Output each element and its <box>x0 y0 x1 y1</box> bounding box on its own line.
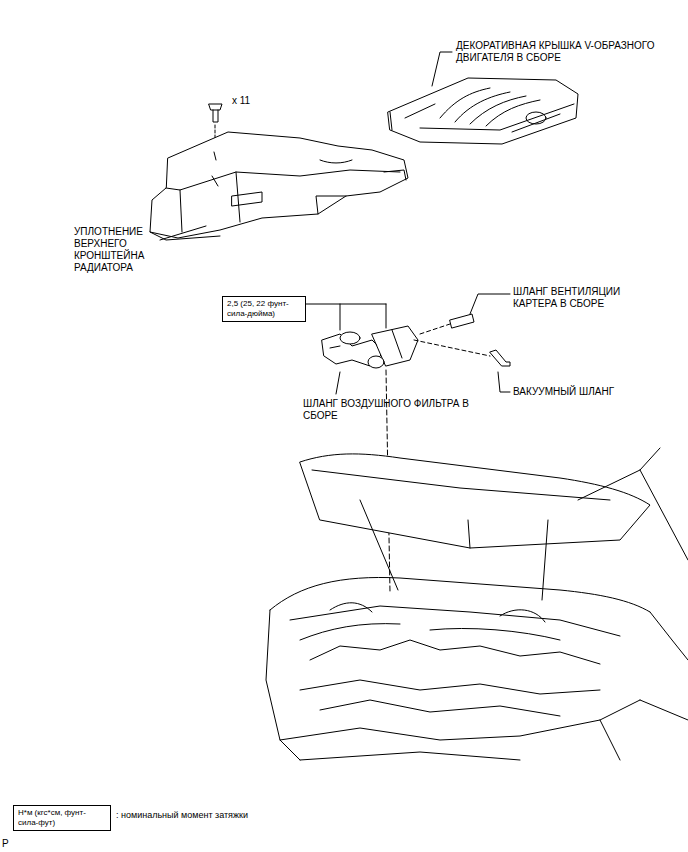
page-mark: P <box>2 838 22 850</box>
quantity-label: x 11 <box>232 95 272 107</box>
torque-box: Н*м (кгс*см, фунт- сила-фут) <box>13 805 111 831</box>
leader-line <box>498 372 510 392</box>
legend-row: : номинальный момент затяжки <box>116 810 248 821</box>
part-name: УПЛОТНЕНИЕ ВЕРХНЕГО КРОНШТЕЙНА РАДИАТОРА <box>74 226 158 274</box>
leader-line <box>432 52 452 86</box>
part-name: ШЛАНГ ВОЗДУШНОГО ФИЛЬТРА В СБОРЕ <box>303 398 477 422</box>
part-name: ДЕКОРАТИВНАЯ КРЫШКА V-ОБРАЗНОГО ДВИГАТЕЛ… <box>456 40 670 64</box>
part-name: ШЛАНГ ВЕНТИЛЯЦИИ КАРТЕРА В СБОРЕ <box>513 286 643 310</box>
leader-line <box>306 304 386 330</box>
air-cleaner-hose <box>322 326 418 368</box>
vehicle <box>266 448 688 760</box>
leader-line <box>160 226 206 240</box>
torque-value: 2,5 (25, 22 фунт- сила-дюйма) <box>227 299 301 319</box>
vacuum-hose <box>414 340 510 366</box>
radiator-seal <box>150 132 408 240</box>
ventilation-hose <box>420 314 474 334</box>
leader-line <box>336 372 340 394</box>
engine-cover <box>388 78 578 144</box>
part-name: ВАКУУМНЫЙ ШЛАНГ <box>513 386 653 398</box>
leader-line <box>470 294 510 314</box>
torque-box: 2,5 (25, 22 фунт- сила-дюйма) <box>222 296 306 322</box>
torque-value: Н*м (кгс*см, фунт- сила-фут) <box>18 808 106 828</box>
legend-text: : номинальный момент затяжки <box>116 810 248 821</box>
